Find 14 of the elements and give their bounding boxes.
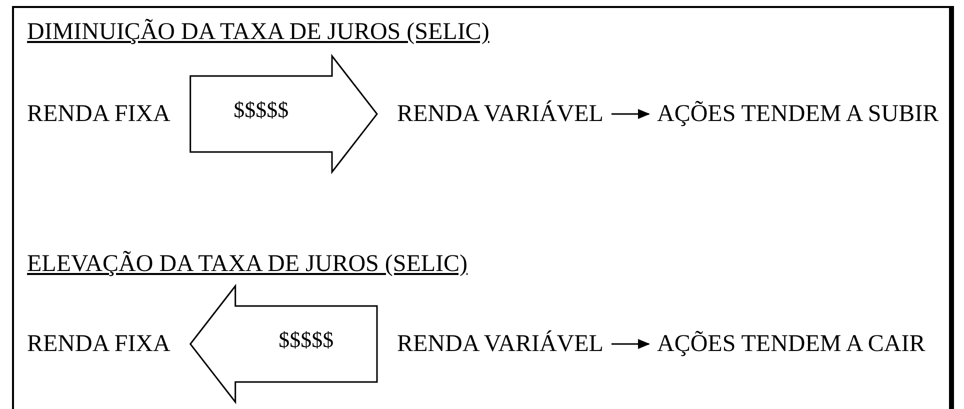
node-text: RENDA VARIÁVEL: [397, 100, 604, 128]
arrow: [611, 339, 650, 349]
edge-label: $$$$$: [278, 327, 334, 353]
node-text: RENDA FIXA: [27, 330, 170, 358]
block-arrow: [190, 54, 378, 174]
edge-label: $$$$$: [234, 97, 289, 123]
node-text: AÇÕES TENDEM A CAIR: [657, 330, 926, 358]
block-arrow: [189, 284, 378, 404]
node-text: AÇÕES TENDEM A SUBIR: [657, 100, 939, 128]
arrow: [611, 109, 650, 119]
section-heading: DIMINUIÇÃO DA TAXA DE JUROS (SELIC): [27, 18, 490, 46]
node-text: RENDA VARIÁVEL: [397, 330, 604, 358]
section-heading: ELEVAÇÃO DA TAXA DE JUROS (SELIC): [27, 250, 468, 278]
node-text: RENDA FIXA: [27, 100, 170, 128]
